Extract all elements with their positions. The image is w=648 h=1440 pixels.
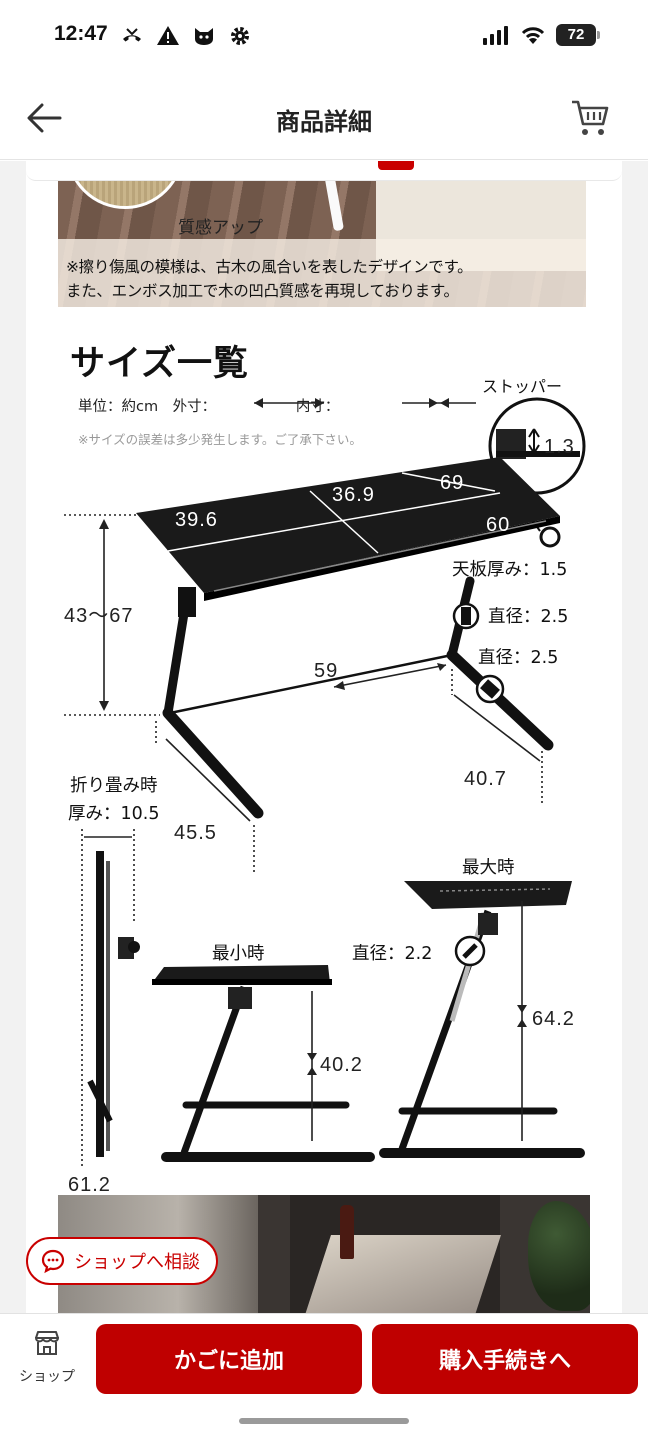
folded-table-drawing xyxy=(81,829,140,1167)
checkout-button[interactable]: 購入手続きへ xyxy=(372,1324,638,1394)
texture-photo: 質感アップ ※擦り傷風の模様は、古木の風合いを表したデザインです。 また、エンボ… xyxy=(58,161,586,307)
back-arrow-icon xyxy=(27,103,62,133)
plant-image xyxy=(528,1201,590,1311)
max-table-drawing xyxy=(379,881,585,1158)
height-range-label: 43〜67 xyxy=(64,605,134,627)
top-dimension-arrows xyxy=(167,472,501,554)
min-label: 最小時 xyxy=(212,944,265,964)
inner-dimension-arrow-icon xyxy=(402,398,476,408)
add-to-cart-button[interactable]: かごに追加 xyxy=(96,1324,362,1394)
max-label: 最大時 xyxy=(462,858,515,878)
height-dimension-guide xyxy=(64,514,160,716)
base-inner-width-label: 59 xyxy=(314,660,338,682)
page-title: 商品詳細 xyxy=(276,108,372,136)
pipe-section-upper xyxy=(461,607,471,625)
base-width-arrow xyxy=(333,663,447,690)
folded-label-1: 折り畳み時 xyxy=(70,776,158,796)
size-chart-title: サイズ一覧 xyxy=(70,343,249,384)
battery-indicator: 72 xyxy=(556,24,600,46)
max-height-label: 64.2 xyxy=(532,1008,575,1030)
cart-button[interactable] xyxy=(568,96,612,140)
image-pager-indicator xyxy=(378,161,414,170)
texture-note-line2: また、エンボス加工で木の凹凸質感を再現しております。 xyxy=(66,282,459,300)
status-bar: 12:47 72 xyxy=(0,0,648,76)
card-top-edge xyxy=(26,161,622,181)
base-depth-label: 40.7 xyxy=(464,768,507,790)
signal-icon xyxy=(483,26,508,45)
wifi-icon xyxy=(521,27,545,44)
top-thickness-marker xyxy=(539,526,561,548)
tabletop-image xyxy=(305,1235,501,1313)
outer-dimension-arrow-icon xyxy=(254,398,324,408)
top-depth-label: 39.6 xyxy=(175,509,218,531)
status-system-icons: 72 xyxy=(482,24,600,46)
pipe-diameter-label-1: 直径：2.5 xyxy=(488,607,568,627)
top-thickness-label: 天板厚み：1.5 xyxy=(452,560,567,580)
chat-bubble-icon xyxy=(41,1249,65,1274)
status-notification-icons xyxy=(120,24,252,48)
pipe-section-lower xyxy=(480,679,500,699)
status-time: 12:47 xyxy=(54,22,108,45)
shop-tab[interactable]: ショップ xyxy=(8,1328,86,1394)
missed-call-icon xyxy=(123,28,141,42)
base-side-arrow xyxy=(155,721,255,873)
stopper-label: ストッパー xyxy=(482,377,563,396)
size-diagram: 1.3 39.6 36.9 69 60 43〜67 xyxy=(64,397,586,1196)
base-depth-arrow xyxy=(451,669,543,805)
cart-icon xyxy=(572,100,609,135)
caption-strip xyxy=(58,239,586,307)
bottle-image xyxy=(340,1205,354,1259)
folded-height-label: 61.2 xyxy=(68,1174,111,1196)
base-width-label: 45.5 xyxy=(174,822,217,844)
bottom-action-bar: ショップ かごに追加 購入手続きへ xyxy=(0,1313,648,1440)
texture-note-line1: ※擦り傷風の模様は、古木の風合いを表したデザインです。 xyxy=(66,258,473,276)
min-table-drawing xyxy=(152,965,375,1162)
home-indicator[interactable] xyxy=(239,1418,409,1424)
size-tolerance-note: ※サイズの誤差は多少発生します。ご了承下さい。 xyxy=(78,432,362,447)
warning-icon xyxy=(157,26,179,45)
inner-depth-label: 36.9 xyxy=(332,484,375,506)
texture-label: 質感アップ xyxy=(178,218,263,238)
top-width-label: 69 xyxy=(440,472,464,494)
settings-gear-icon xyxy=(231,27,249,45)
folded-label-2: 厚み：10.5 xyxy=(68,804,159,824)
pipe-diameter-label-2: 直径：2.5 xyxy=(478,648,558,668)
cat-app-icon xyxy=(195,28,213,45)
min-height-label: 40.2 xyxy=(320,1054,363,1076)
back-button[interactable] xyxy=(22,96,66,140)
shop-tab-label: ショップ xyxy=(19,1369,75,1385)
app-header: 商品詳細 xyxy=(0,76,648,160)
store-icon xyxy=(34,1331,60,1355)
table-legs-drawing xyxy=(162,576,554,819)
inner-width-label: 60 xyxy=(486,514,510,536)
shop-consult-label: ショップへ相談 xyxy=(74,1252,200,1273)
shop-consult-button[interactable]: ショップへ相談 xyxy=(26,1237,218,1285)
max-pipe-diameter-label: 直径：2.2 xyxy=(352,944,432,964)
product-detail-content[interactable]: 質感アップ ※擦り傷風の模様は、古木の風合いを表したデザインです。 また、エンボ… xyxy=(0,161,648,1313)
stopper-height-label: 1.3 xyxy=(544,436,575,458)
